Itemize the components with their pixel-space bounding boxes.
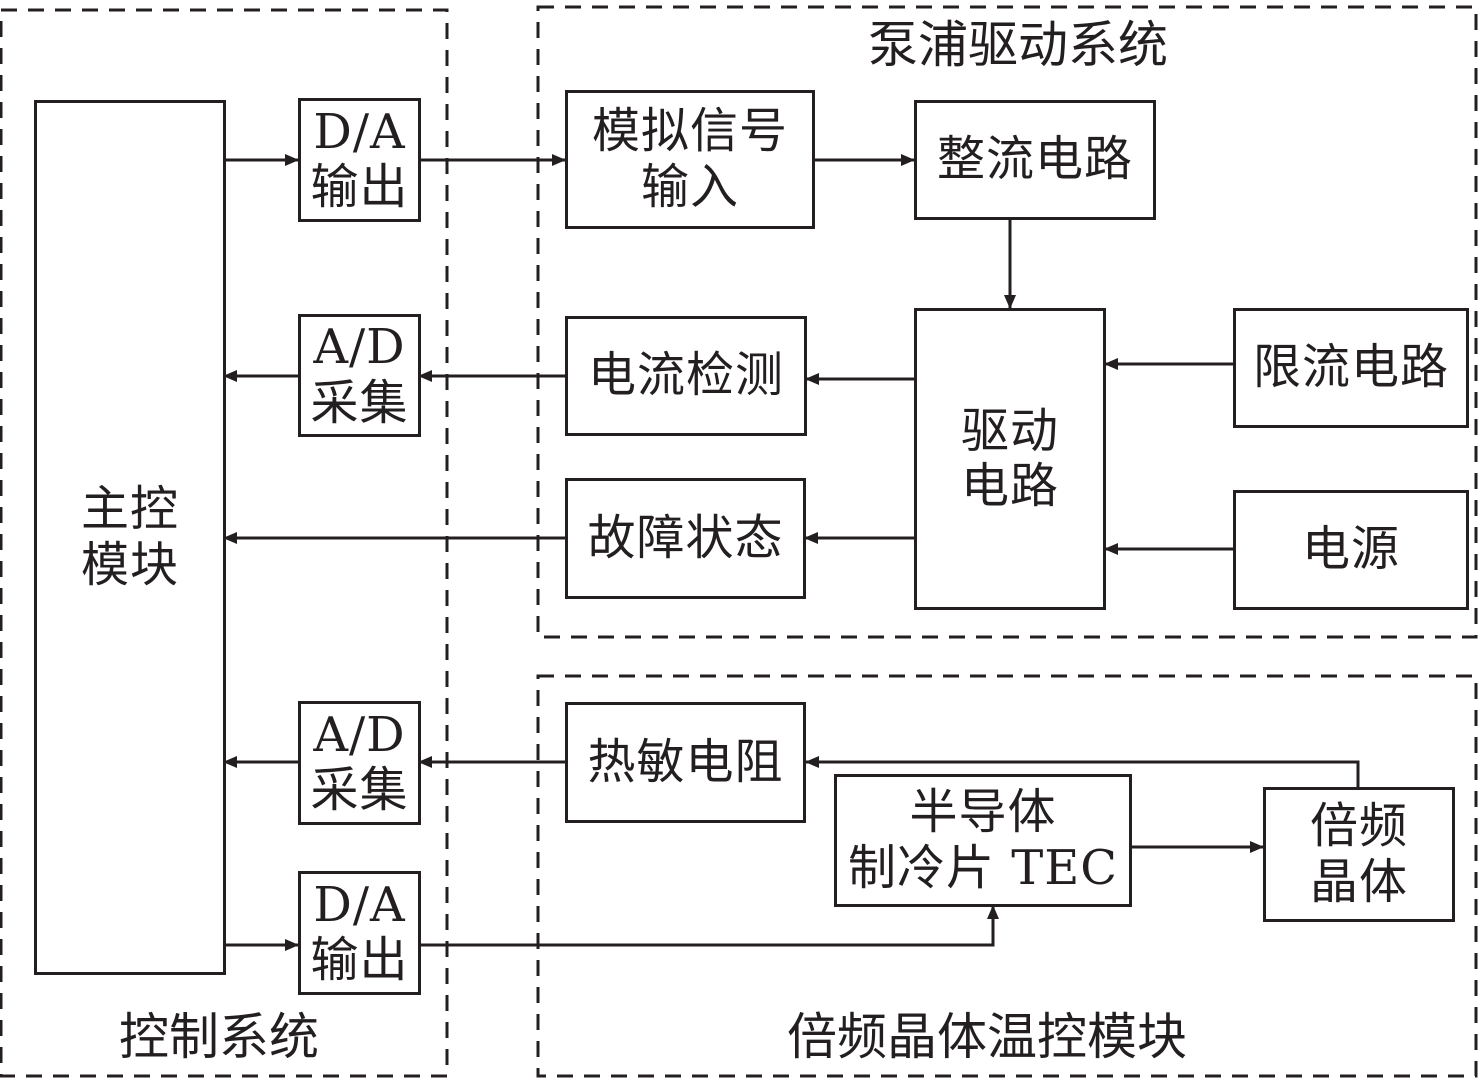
da-top-label-1: D/A — [313, 103, 406, 160]
current-detection: 电流检测 — [565, 316, 807, 436]
crystal-label-1: 倍频 — [1309, 798, 1408, 855]
da-bottom-label-2: 输出 — [310, 932, 409, 988]
current-detect-label: 电流检测 — [587, 347, 784, 404]
da-bottom-label-1: D/A — [313, 876, 406, 933]
tec-cooler: 半导体 制冷片 TEC — [834, 774, 1132, 907]
ad-top-label-1: A/D — [313, 319, 406, 376]
power-supply: 电源 — [1233, 490, 1469, 610]
crystal-label-2: 晶体 — [1309, 853, 1408, 910]
power-label: 电源 — [1301, 521, 1400, 578]
arrow-da-to-tec — [419, 905, 999, 947]
main-label-1: 主控 — [80, 481, 179, 538]
temp-control-boundary — [536, 674, 1478, 1078]
ad-top-label-2: 采集 — [310, 374, 409, 431]
pump-driver-title: 泵浦驱动系统 — [864, 20, 1172, 70]
control-system-title: 控制系统 — [115, 1012, 323, 1062]
ad-bottom-label-2: 采集 — [310, 762, 409, 818]
temp-control-title: 倍频晶体温控模块 — [783, 1012, 1191, 1062]
current-limit-circuit: 限流电路 — [1233, 308, 1469, 428]
current-limit-label: 限流电路 — [1252, 339, 1449, 396]
tec-label-2: 制冷片 TEC — [847, 839, 1119, 896]
rectifier-circuit: 整流电路 — [914, 100, 1156, 220]
rectifier-label: 整流电路 — [936, 131, 1133, 188]
main-control-module: 主控 模块 — [34, 100, 226, 975]
da-output-top: D/A 输出 — [298, 98, 421, 222]
frequency-doubling-crystal: 倍频 晶体 — [1263, 787, 1455, 922]
pump-driver-boundary — [536, 5, 1478, 639]
analog-label-2: 输入 — [640, 158, 739, 215]
thermistor-label: 热敏电阻 — [587, 733, 784, 790]
control-system-boundary — [0, 8, 449, 1078]
fault-status: 故障状态 — [565, 478, 806, 599]
ad-bottom-label-1: A/D — [313, 706, 406, 763]
analog-label-1: 模拟信号 — [591, 103, 788, 160]
analog-signal-input: 模拟信号 输入 — [565, 90, 815, 229]
arrow-crystal-to-thermistor — [805, 756, 1360, 787]
ad-acquisition-top: A/D 采集 — [298, 314, 421, 437]
da-top-label-2: 输出 — [310, 159, 409, 215]
main-label-2: 模块 — [80, 536, 179, 593]
driver-circuit: 驱动 电路 — [914, 308, 1106, 610]
driver-label-1: 驱动 — [960, 402, 1059, 459]
tec-label-1: 半导体 — [909, 784, 1057, 841]
thermistor: 热敏电阻 — [565, 702, 806, 823]
driver-label-2: 电路 — [960, 458, 1059, 514]
fault-status-label: 故障状态 — [587, 509, 784, 566]
da-output-bottom: D/A 输出 — [298, 871, 421, 995]
ad-acquisition-bottom: A/D 采集 — [298, 701, 421, 825]
